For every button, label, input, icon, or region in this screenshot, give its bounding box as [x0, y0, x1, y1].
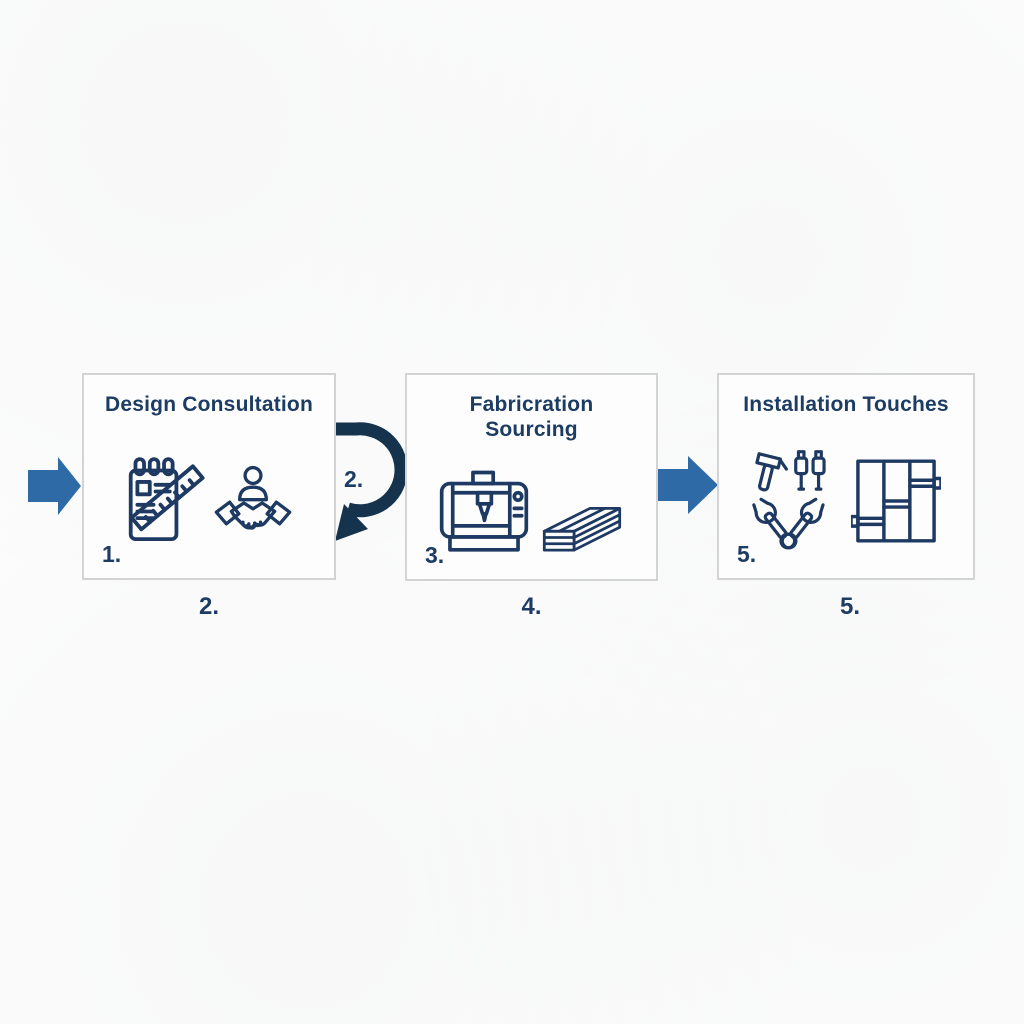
- below-number-label: 4.: [521, 593, 542, 620]
- cabinet-icon: [851, 459, 941, 543]
- handshake-person-icon: [214, 465, 292, 530]
- curved-down-arrow-icon: [330, 422, 408, 541]
- step-icon-row: [407, 457, 656, 569]
- below-number-label: 2.: [198, 593, 219, 620]
- hand-tools-icon: [752, 450, 826, 550]
- entry-arrow-icon: [28, 457, 81, 515]
- mid-arrow-icon: [658, 456, 718, 514]
- step-title: Fabricration Sourcing: [469, 393, 594, 441]
- step-box-design-consultation: Design Consultation: [82, 373, 336, 580]
- step-title: Design Consultation: [105, 393, 313, 416]
- step-box-installation-touches: Installation Touches: [717, 373, 975, 580]
- step-number-label: 1.: [102, 541, 122, 567]
- step-number-label: 5.: [737, 541, 757, 567]
- step-icon-row: [719, 445, 973, 557]
- curved-arrow-label: 2.: [344, 466, 364, 492]
- step-number-label: 3.: [425, 542, 445, 568]
- notepad-ruler-icon: [128, 457, 205, 541]
- below-number-label: 5.: [839, 593, 860, 620]
- step-title: Installation Touches: [743, 393, 949, 416]
- cnc-machine-icon: [439, 470, 528, 552]
- lumber-stack-icon: [542, 506, 621, 551]
- step-icon-row: [84, 445, 334, 557]
- step-box-fabricration-sourcing: Fabricration Sourcing: [405, 373, 658, 581]
